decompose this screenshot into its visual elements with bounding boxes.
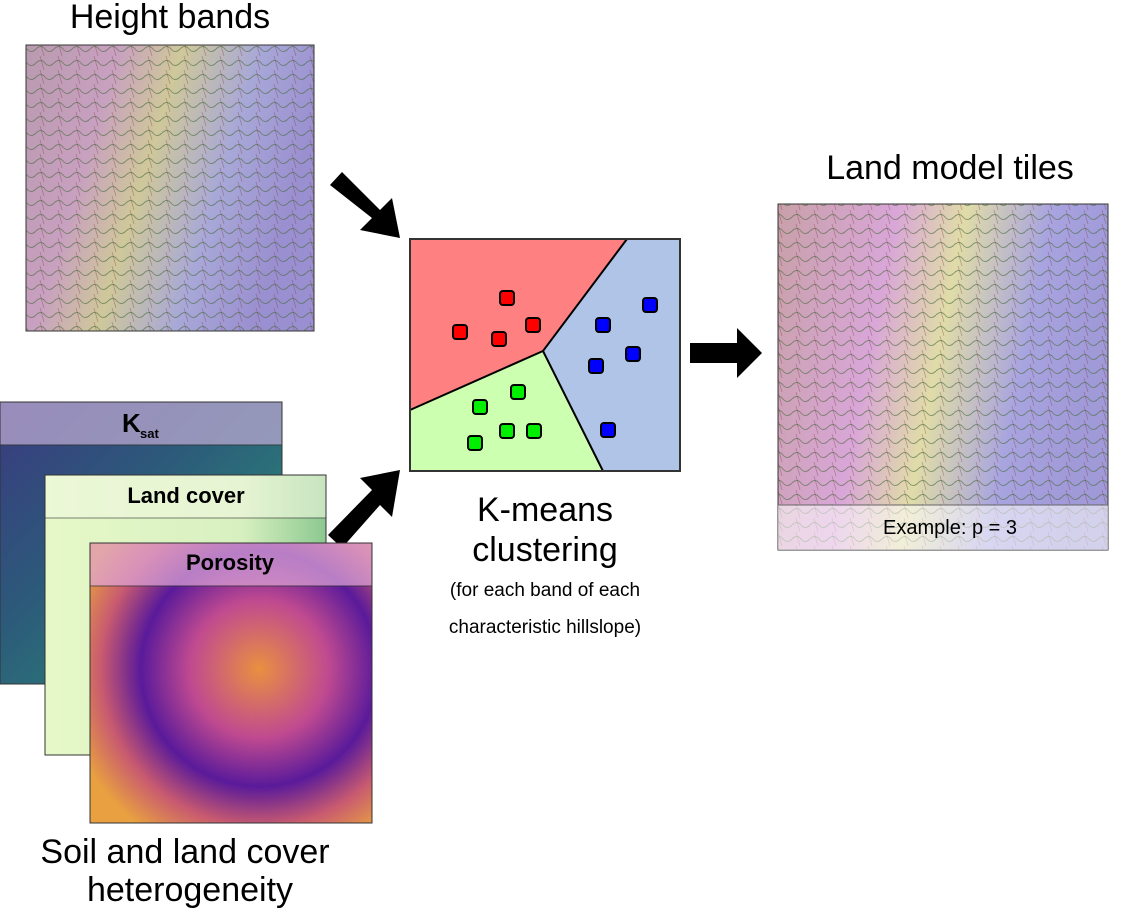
cluster-point-red xyxy=(452,324,468,340)
cluster-point-green xyxy=(526,423,542,439)
kmeans-title-line1: K-means xyxy=(477,491,613,529)
land-model-title: Land model tiles xyxy=(826,149,1074,187)
height-bands-map xyxy=(25,44,315,332)
height-bands-title: Height bands xyxy=(70,0,270,36)
ksat-subscript: sat xyxy=(140,426,159,441)
cluster-region-green xyxy=(410,351,603,471)
kmeans-note-line2: characteristic hillslope) xyxy=(449,617,641,638)
cluster-point-red xyxy=(491,331,507,347)
arrow-right xyxy=(690,328,762,378)
cluster-region-blue xyxy=(543,239,680,471)
land-cover-label: Land cover xyxy=(127,483,245,508)
arrow-up-right xyxy=(328,470,400,548)
example-label: Example: p = 3 xyxy=(883,517,1017,539)
cluster-point-blue xyxy=(625,346,641,362)
cluster-point-blue xyxy=(642,297,658,313)
soil-title-line2: heterogeneity xyxy=(87,871,293,909)
porosity-layer: Porosity xyxy=(89,542,373,824)
cluster-point-red xyxy=(499,290,515,306)
cluster-point-green xyxy=(472,399,488,415)
cluster-point-blue xyxy=(600,422,616,438)
cluster-point-red xyxy=(525,317,541,333)
cluster-region-red xyxy=(410,239,627,410)
soil-title-line1: Soil and land cover xyxy=(40,833,329,871)
cluster-point-blue xyxy=(595,317,611,333)
cluster-point-blue xyxy=(588,358,604,374)
porosity-label: Porosity xyxy=(186,550,275,575)
cluster-point-green xyxy=(467,435,483,451)
kmeans-note-line1: (for each band of each xyxy=(450,580,640,601)
land-model-tile-map xyxy=(777,203,1109,551)
kmeans-panel xyxy=(409,238,681,472)
cluster-point-green xyxy=(510,384,526,400)
arrow-down-right xyxy=(330,172,400,238)
ksat-label: K xyxy=(122,408,141,438)
cluster-point-green xyxy=(499,423,515,439)
kmeans-title-line2: clustering xyxy=(472,531,618,569)
